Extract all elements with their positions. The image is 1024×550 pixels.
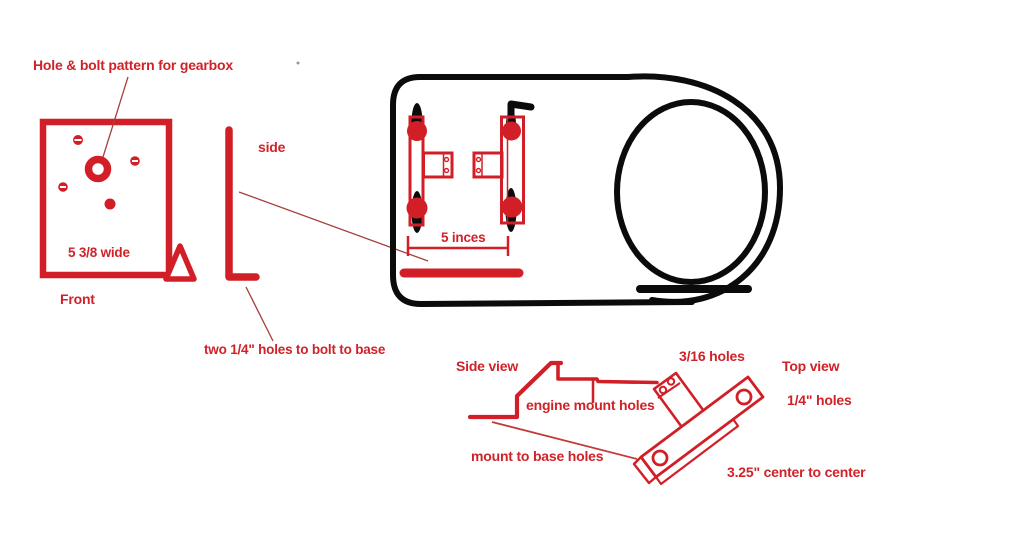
tab-hole-2 [666,377,676,386]
title-label: Hole & bolt pattern for gearbox [33,57,233,73]
mount-to-base-label: mount to base holes [471,448,604,464]
left-bolt-bottom [406,197,428,219]
bar-holes-label: 1/4" holes [787,392,852,408]
left-arm-hole-1 [443,156,450,163]
engine-body-arc [417,73,784,305]
base-holes-note-label: two 1/4" holes to bolt to base [204,342,386,357]
left-bracket-arm [422,151,454,179]
right-bracket-arm [472,151,504,179]
right-bolt-bottom [501,196,523,218]
mount-side-view [467,360,659,460]
side-label: side [258,139,286,155]
five-inches-label: 5 inces [441,230,486,245]
flywheel-circle [614,99,768,285]
side-leader-line [238,191,429,262]
bar-hole-left [651,449,669,467]
bolt-hole-bottom [104,198,116,210]
left-bolt-top [407,121,427,141]
mount-to-base-leader [491,421,638,460]
bar-hole-right [735,388,753,406]
engine-body-left [390,74,695,308]
tab-fold-line [657,382,681,399]
right-arm-hole-1 [475,156,482,163]
stray-dot [296,61,300,65]
mount-top-view [632,371,765,486]
side-view-label: Side view [456,358,519,374]
side-bracket-outline [225,126,260,281]
front-width-label: 5 3/8 wide [68,245,130,260]
top-view-label: Top view [782,358,840,374]
right-bolt-top [502,121,521,141]
engine-mount-holes-label: engine mount holes [526,397,655,413]
side-profile-left [467,360,564,420]
mount-brackets [406,115,525,227]
title-leader-line [102,76,129,158]
base-holes-leader-line [245,286,274,342]
gearbox-center-hole [84,155,112,183]
center-to-center-label: 3.25" center to center [727,464,866,480]
front-label: Front [60,291,95,307]
side-profile-right [556,362,659,385]
dimension-5-inches [406,236,510,256]
bar-top-face [639,375,765,479]
tab-hole-1 [658,385,668,395]
front-plate-outline [39,118,173,279]
front-plate-view [39,118,197,282]
right-arm-hole-2 [475,167,482,174]
tab-holes-label: 3/16 holes [679,348,745,364]
left-arm-hole-2 [443,167,450,174]
front-plate-flap [163,243,197,282]
side-bracket-view [225,126,260,281]
